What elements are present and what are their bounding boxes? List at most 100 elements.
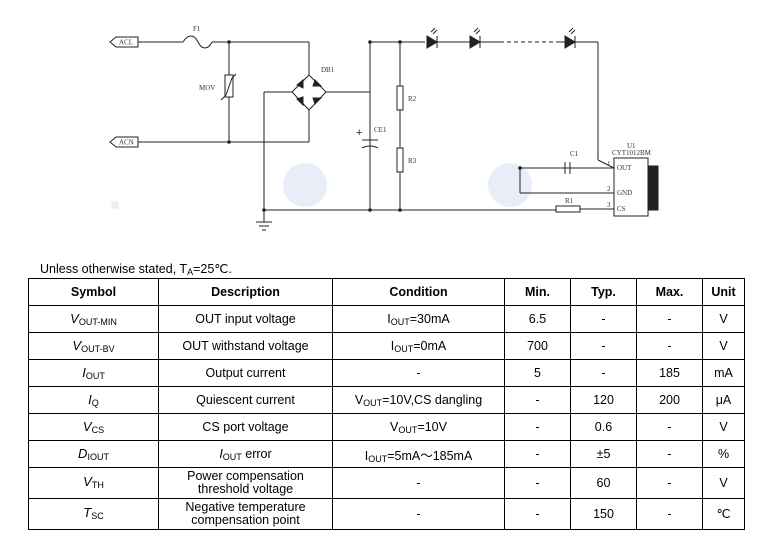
- cell-typ: -: [570, 332, 637, 360]
- cell-condition: VOUT=10V: [332, 413, 505, 441]
- cell-symbol: VCS: [28, 413, 159, 441]
- label-c1: C1: [570, 150, 579, 158]
- header-unit: Unit: [702, 278, 745, 306]
- resistor-r2: [396, 85, 404, 111]
- cell-unit: V: [702, 305, 745, 333]
- cell-condition: IOUT=5mA～185mA: [332, 440, 505, 468]
- cell-min: -: [504, 413, 571, 441]
- label-f1: F1: [193, 25, 201, 33]
- cell-description: Output current: [158, 359, 333, 387]
- mov-varistor: [220, 73, 237, 101]
- cell-unit: V: [702, 467, 745, 499]
- cell-typ: 120: [570, 386, 637, 414]
- cell-typ: 0.6: [570, 413, 637, 441]
- cell-unit: %: [702, 440, 745, 468]
- cell-symbol: DIOUT: [28, 440, 159, 468]
- capacitor-ce1: [361, 139, 379, 149]
- cell-unit: V: [702, 332, 745, 360]
- cell-symbol: VTH: [28, 467, 159, 499]
- table-row: IQ Quiescent current VOUT=10V,CS danglin…: [28, 386, 745, 414]
- ground-symbol: [256, 210, 272, 231]
- note-sub: A: [187, 267, 194, 277]
- cell-typ: 60: [570, 467, 637, 499]
- cell-description: Quiescent current: [158, 386, 333, 414]
- cell-typ: -: [570, 305, 637, 333]
- cell-description: CS port voltage: [158, 413, 333, 441]
- label-pin2: 2: [607, 185, 611, 193]
- label-gnd: GND: [617, 189, 632, 197]
- cell-unit: mA: [702, 359, 745, 387]
- note-suffix: =25℃.: [193, 262, 232, 276]
- label-ce1-plus: +: [356, 127, 362, 139]
- label-acl: ACL: [119, 39, 133, 47]
- cell-symbol: IOUT: [28, 359, 159, 387]
- resistor-r1: [555, 205, 581, 213]
- header-symbol: Symbol: [28, 278, 159, 306]
- table-header-row: Symbol Description Condition Min. Typ. M…: [28, 278, 745, 306]
- cell-condition: -: [332, 467, 505, 499]
- header-min: Min.: [504, 278, 571, 306]
- label-acn: ACN: [119, 139, 134, 147]
- conditions-note: Unless otherwise stated, TA=25℃.: [40, 261, 232, 277]
- header-condition: Condition: [332, 278, 505, 306]
- cell-symbol: TSC: [28, 498, 159, 530]
- cell-symbol: VOUT-MIN: [28, 305, 159, 333]
- electrical-characteristics-table: Symbol Description Condition Min. Typ. M…: [28, 278, 745, 530]
- table-row: VOUT-BV OUT withstand voltage IOUT=0mA 7…: [28, 332, 745, 360]
- cell-max: -: [636, 498, 703, 530]
- cell-symbol: VOUT-BV: [28, 332, 159, 360]
- label-cs: CS: [617, 205, 626, 213]
- cell-symbol: IQ: [28, 386, 159, 414]
- label-out: OUT: [617, 164, 632, 172]
- cell-condition: -: [332, 498, 505, 530]
- watermark-logo: [111, 163, 532, 209]
- label-mov: MOV: [199, 84, 215, 92]
- label-r3: R3: [408, 157, 417, 165]
- cell-condition: -: [332, 359, 505, 387]
- cell-min: -: [504, 386, 571, 414]
- cell-max: -: [636, 305, 703, 333]
- resistor-r3: [396, 147, 404, 173]
- label-ce1: CE1: [374, 126, 387, 134]
- header-typ: Typ.: [570, 278, 637, 306]
- cell-condition: IOUT=30mA: [332, 305, 505, 333]
- cell-min: -: [504, 467, 571, 499]
- cell-min: 700: [504, 332, 571, 360]
- table-row: DIOUT IOUT error IOUT=5mA～185mA - ±5 - %: [28, 440, 745, 468]
- label-u1: U1: [627, 142, 636, 150]
- label-r2: R2: [408, 95, 417, 103]
- note-prefix: Unless otherwise stated, T: [40, 262, 188, 276]
- label-r1: R1: [565, 197, 574, 205]
- table-row: VCS CS port voltage VOUT=10V - 0.6 - V: [28, 413, 745, 441]
- cell-max: 200: [636, 386, 703, 414]
- header-description: Description: [158, 278, 333, 306]
- label-chip: CYT1012BM: [612, 149, 652, 157]
- bridge-rectifier-db1: [291, 74, 327, 111]
- fuse-f1: [182, 35, 213, 49]
- cell-min: 5: [504, 359, 571, 387]
- cell-max: -: [636, 413, 703, 441]
- cell-condition: VOUT=10V,CS dangling: [332, 386, 505, 414]
- header-max: Max.: [636, 278, 703, 306]
- cell-typ: 150: [570, 498, 637, 530]
- cell-description: IOUT error: [158, 440, 333, 468]
- cell-unit: ℃: [702, 498, 745, 530]
- label-pin3: 3: [607, 201, 611, 209]
- label-pin1: 1: [607, 160, 611, 168]
- cell-max: 185: [636, 359, 703, 387]
- cell-min: -: [504, 498, 571, 530]
- cell-description: OUT input voltage: [158, 305, 333, 333]
- cell-min: 6.5: [504, 305, 571, 333]
- cell-max: -: [636, 332, 703, 360]
- cell-typ: ±5: [570, 440, 637, 468]
- circuit-schematic: ACL ACN F1 MOV DB1 CE1 + R2 R3 C1 R1 U1 …: [0, 0, 759, 258]
- cell-unit: V: [702, 413, 745, 441]
- ic-u1: [613, 157, 659, 217]
- cell-max: -: [636, 467, 703, 499]
- cell-unit: μA: [702, 386, 745, 414]
- table-row: VOUT-MIN OUT input voltage IOUT=30mA 6.5…: [28, 305, 745, 333]
